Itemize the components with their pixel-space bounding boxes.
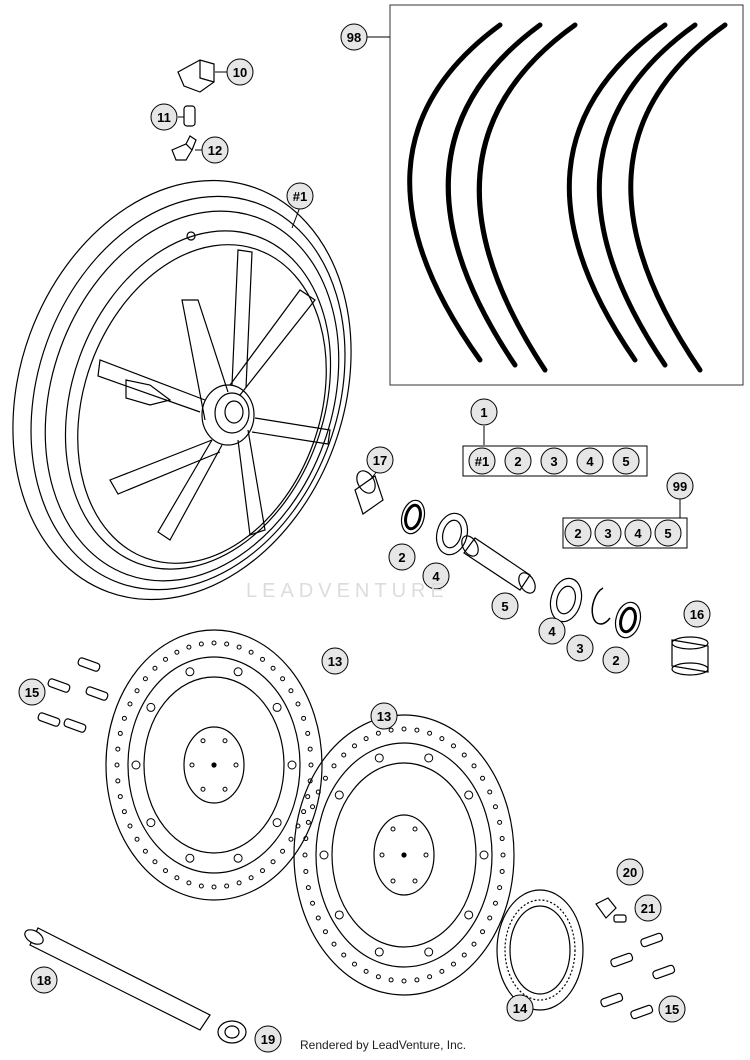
callout-label: 1 bbox=[480, 405, 487, 420]
brake-disc-front bbox=[105, 629, 323, 901]
callout-c19: 19 bbox=[254, 1025, 282, 1053]
abs-sensor-holder bbox=[595, 897, 617, 919]
callout-c15a: 15 bbox=[18, 678, 46, 706]
callout-c11: 11 bbox=[150, 103, 178, 131]
spindle-nut bbox=[217, 1020, 247, 1044]
callout-c20: 20 bbox=[616, 858, 644, 886]
callout-label: 19 bbox=[261, 1032, 275, 1047]
callout-c2a: 2 bbox=[388, 543, 416, 571]
callout-c10: 10 bbox=[226, 58, 254, 86]
callout-c98: 98 bbox=[340, 23, 368, 51]
sensor-screw bbox=[613, 914, 627, 923]
spacer-17 bbox=[354, 470, 384, 515]
callout-c4b: 4 bbox=[538, 617, 566, 645]
seal-ring-2 bbox=[400, 499, 426, 535]
seal-ring-2b bbox=[614, 601, 642, 639]
callout-c5a: 5 bbox=[491, 592, 519, 620]
callout-label: #1 bbox=[293, 189, 307, 204]
callout-c1wheel: #1 bbox=[286, 182, 314, 210]
callout-label: 98 bbox=[347, 30, 361, 45]
callout-label: 11 bbox=[157, 110, 171, 125]
svg-text:2: 2 bbox=[514, 454, 521, 469]
brake-disc-bolts-left bbox=[37, 657, 109, 733]
callout-label: 99 bbox=[673, 479, 687, 494]
svg-text:5: 5 bbox=[664, 526, 671, 541]
brake-disc-bolts-right bbox=[600, 932, 676, 1020]
kit-99-item: 3 bbox=[594, 519, 622, 547]
kit-1-item: 4 bbox=[576, 447, 604, 475]
wheel-spindle bbox=[24, 927, 211, 1031]
callout-label: 2 bbox=[612, 653, 619, 668]
disc-rear-rivets bbox=[319, 753, 489, 957]
callout-c18: 18 bbox=[30, 966, 58, 994]
callout-label: 12 bbox=[208, 143, 222, 158]
kit-1-item: 3 bbox=[540, 447, 568, 475]
callout-c99: 99 bbox=[666, 472, 694, 500]
leader-lines bbox=[178, 36, 681, 518]
kit-1-item: #1 bbox=[468, 447, 496, 475]
callout-c21: 21 bbox=[634, 894, 662, 922]
kit-99-item: 4 bbox=[624, 519, 652, 547]
callout-label: 14 bbox=[513, 1001, 528, 1016]
callout-c14: 14 bbox=[506, 994, 534, 1022]
svg-text:4: 4 bbox=[586, 454, 594, 469]
callouts: 98 10 11 12 #1 1 99 17 16 2 4 5 4 3 2 15 13 13 18 19 14 20 21 1… bbox=[18, 23, 711, 1053]
callout-c17: 17 bbox=[366, 446, 394, 474]
svg-text:2: 2 bbox=[574, 526, 581, 541]
spacer-16 bbox=[671, 636, 709, 676]
bearing-4 bbox=[435, 512, 469, 556]
svg-text:3: 3 bbox=[604, 526, 611, 541]
svg-text:3: 3 bbox=[550, 454, 557, 469]
callout-c13a: 13 bbox=[321, 647, 349, 675]
wheel-rim bbox=[12, 179, 352, 601]
callout-label: 13 bbox=[377, 709, 391, 724]
circlip-3 bbox=[591, 587, 611, 625]
distance-tube-5 bbox=[461, 535, 536, 594]
callout-label: 20 bbox=[623, 865, 637, 880]
abs-pulse-ring bbox=[496, 889, 584, 1011]
callout-label: 15 bbox=[25, 685, 39, 700]
callout-label: 21 bbox=[641, 901, 655, 916]
callout-label: 4 bbox=[432, 569, 440, 584]
callout-c3: 3 bbox=[566, 634, 594, 662]
disc-front-bolt-holes bbox=[189, 738, 239, 792]
svg-text:#1: #1 bbox=[475, 454, 489, 469]
callout-c2b: 2 bbox=[602, 646, 630, 674]
disc-rear-holes bbox=[302, 726, 506, 984]
callout-label: 18 bbox=[37, 973, 51, 988]
callout-c12: 12 bbox=[201, 136, 229, 164]
callout-label: 16 bbox=[690, 607, 704, 622]
callout-c13b: 13 bbox=[370, 702, 398, 730]
brake-disc-rear bbox=[293, 714, 515, 996]
kit-1-item: 5 bbox=[612, 447, 640, 475]
kit-99-item: 2 bbox=[564, 519, 592, 547]
callout-c16: 16 bbox=[683, 600, 711, 628]
callout-label: 15 bbox=[665, 1002, 679, 1017]
wheel-hub bbox=[97, 249, 331, 541]
disc-rear-bolt-holes bbox=[379, 826, 429, 884]
callout-c1: 1 bbox=[470, 398, 498, 426]
footer-credit: Rendered by LeadVenture, Inc. bbox=[300, 1038, 467, 1052]
callout-label: 2 bbox=[398, 550, 405, 565]
kit-99-item: 5 bbox=[654, 519, 682, 547]
rim-sticker-set bbox=[389, 4, 744, 386]
kit-1-item: 2 bbox=[504, 447, 532, 475]
callout-label: 13 bbox=[328, 654, 342, 669]
svg-text:4: 4 bbox=[634, 526, 642, 541]
valve-stem bbox=[171, 135, 197, 161]
callout-c4a: 4 bbox=[422, 562, 450, 590]
disc-front-rivets bbox=[131, 667, 297, 863]
watermark: LEADVENTURE bbox=[246, 580, 449, 602]
callout-label: 5 bbox=[501, 599, 508, 614]
valve-sleeve bbox=[183, 105, 196, 127]
callout-c15b: 15 bbox=[658, 995, 686, 1023]
callout-label: 10 bbox=[233, 65, 247, 80]
callout-label: 4 bbox=[548, 624, 556, 639]
svg-text:5: 5 bbox=[622, 454, 629, 469]
callout-label: 17 bbox=[373, 453, 387, 468]
disc-front-holes bbox=[114, 640, 314, 890]
callout-label: 3 bbox=[576, 641, 583, 656]
valve-cap bbox=[177, 59, 215, 93]
